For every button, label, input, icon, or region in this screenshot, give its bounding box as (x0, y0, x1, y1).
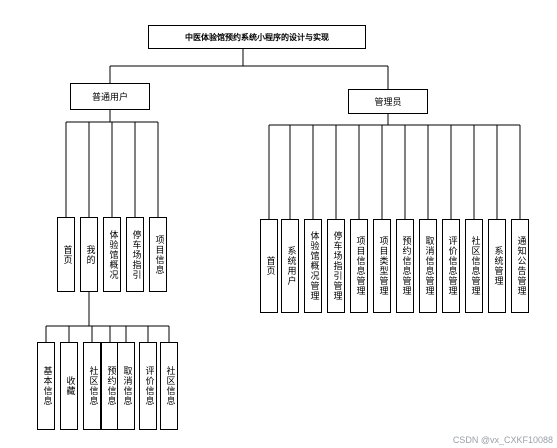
sub-node-cancel-info: 取消信息 (117, 342, 135, 430)
user-node-hall-overview: 体验馆概况 (103, 217, 121, 292)
admin-node-booking-info-mgmt: 预约信息管理 (396, 219, 414, 313)
admin-node-project-info-mgmt: 项目信息管理 (350, 219, 368, 313)
admin-node-review-info-mgmt: 评价信息管理 (442, 219, 460, 313)
sub-node-review-info: 评价信息 (139, 342, 157, 430)
admin-role-node: 管理员 (348, 89, 428, 114)
admin-node-parking-guide-mgmt: 停车场指引管理 (327, 219, 345, 313)
user-node-home: 首页 (57, 217, 75, 292)
admin-node-hall-overview-mgmt: 体验馆概况管理 (304, 219, 322, 313)
admin-node-project-type-mgmt: 项目类型管理 (373, 219, 391, 313)
admin-node-system-mgmt: 系统管理 (488, 219, 506, 313)
sub-node-community-info: 社区信息 (83, 342, 101, 430)
sub-node-community-info-2: 社区信息 (160, 342, 178, 430)
sub-node-favorites: 收藏 (60, 342, 78, 430)
watermark: CSDN @vx_CXKF10088 (452, 435, 553, 445)
user-node-project-info: 项目信息 (149, 217, 167, 292)
user-node-mine: 我的 (80, 217, 98, 292)
admin-node-community-info-mgmt: 社区信息管理 (465, 219, 483, 313)
user-node-parking-guide: 停车场指引 (126, 217, 144, 292)
admin-node-home: 首页 (260, 219, 278, 313)
user-role-node: 普通用户 (70, 83, 150, 110)
admin-node-system-user: 系统用户 (281, 219, 299, 313)
admin-node-notice-mgmt: 通知公告管理 (511, 219, 529, 313)
root-node: 中医体验馆预约系统小程序的设计与实现 (148, 25, 366, 49)
sub-node-basic-info: 基本信息 (37, 342, 55, 430)
admin-node-cancel-info-mgmt: 取消信息管理 (419, 219, 437, 313)
